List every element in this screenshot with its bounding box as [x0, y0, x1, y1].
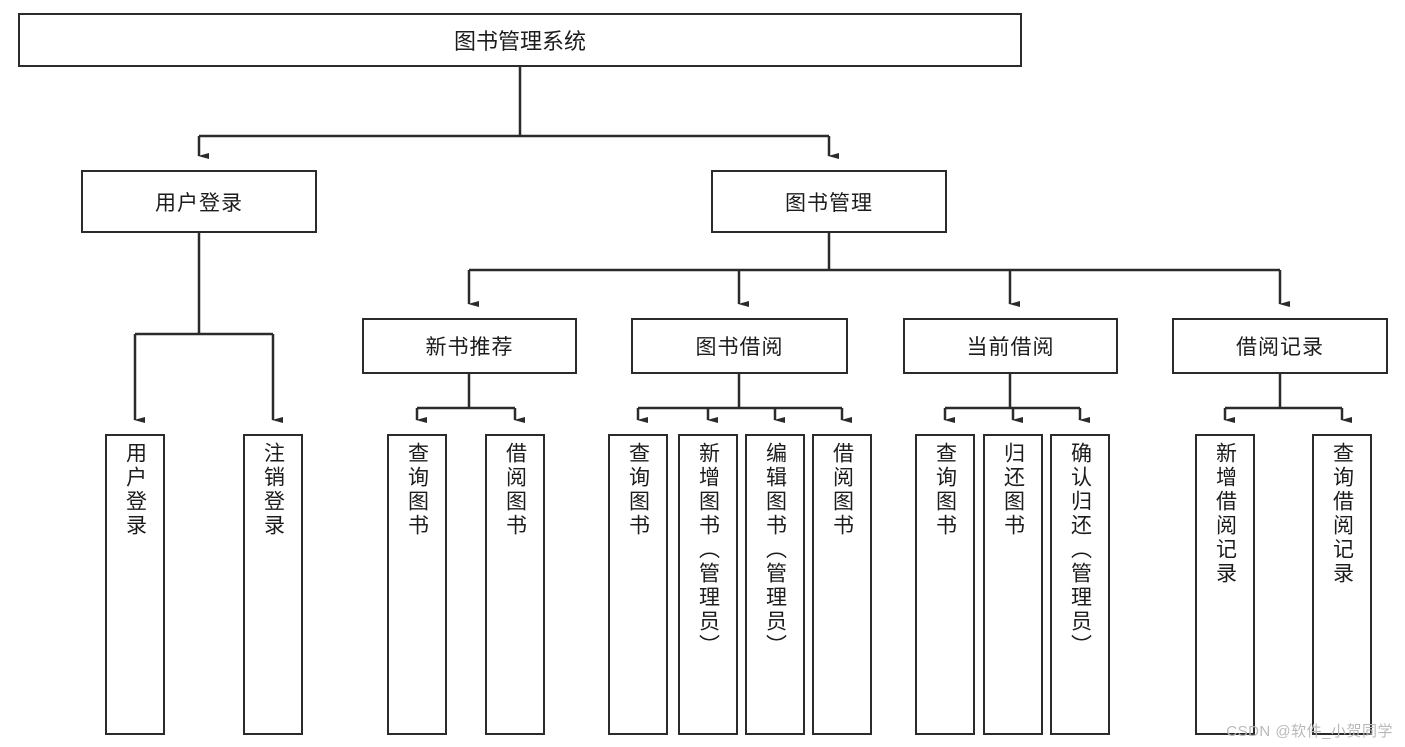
node-leaf-query-book-current[interactable]: 查询图书	[915, 434, 975, 735]
node-book-borrow[interactable]: 图书借阅	[631, 318, 848, 374]
node-leaf-user-logout[interactable]: 注销登录	[243, 434, 303, 735]
node-leaf-user-login-label: 用户登录	[123, 442, 147, 538]
node-user-login-label: 用户登录	[155, 191, 243, 215]
node-leaf-query-book-current-label: 查询图书	[933, 442, 957, 538]
node-book-borrow-label: 图书借阅	[695, 336, 784, 359]
node-leaf-query-book-recommend-label: 查询图书	[405, 442, 429, 538]
node-leaf-query-book-borrow-label: 查询图书	[626, 442, 650, 538]
node-leaf-query-book-borrow[interactable]: 查询图书	[608, 434, 668, 735]
node-leaf-edit-book-label: 编辑图书（管理员）	[763, 442, 787, 658]
node-leaf-borrow-book[interactable]: 借阅图书	[812, 434, 872, 735]
node-leaf-query-borrow-record[interactable]: 查询借阅记录	[1312, 434, 1372, 735]
node-leaf-return-book-label: 归还图书	[1001, 442, 1025, 538]
node-leaf-confirm-return[interactable]: 确认归还（管理员）	[1050, 434, 1110, 735]
node-leaf-user-logout-label: 注销登录	[261, 442, 285, 538]
node-current-borrow-label: 当前借阅	[966, 336, 1055, 359]
node-root[interactable]: 图书管理系统	[18, 13, 1022, 67]
node-leaf-borrow-book-recommend-label: 借阅图书	[503, 442, 527, 538]
node-leaf-borrow-book-recommend[interactable]: 借阅图书	[485, 434, 545, 735]
node-leaf-user-login[interactable]: 用户登录	[105, 434, 165, 735]
node-new-book-recommend[interactable]: 新书推荐	[362, 318, 577, 374]
node-leaf-add-book[interactable]: 新增图书（管理员）	[678, 434, 738, 735]
node-leaf-query-book-recommend[interactable]: 查询图书	[387, 434, 447, 735]
node-leaf-edit-book[interactable]: 编辑图书（管理员）	[745, 434, 805, 735]
node-leaf-query-borrow-record-label: 查询借阅记录	[1330, 442, 1354, 586]
watermark: CSDN @软件_小贺同学	[1226, 723, 1393, 740]
node-user-login[interactable]: 用户登录	[81, 170, 317, 233]
node-current-borrow[interactable]: 当前借阅	[903, 318, 1118, 374]
node-root-label: 图书管理系统	[453, 29, 586, 54]
node-leaf-add-book-label: 新增图书（管理员）	[696, 442, 720, 658]
node-leaf-add-borrow-record-label: 新增借阅记录	[1213, 442, 1237, 586]
node-new-book-recommend-label: 新书推荐	[425, 336, 514, 359]
node-borrow-record-label: 借阅记录	[1236, 336, 1324, 359]
node-leaf-borrow-book-label: 借阅图书	[830, 442, 854, 538]
node-leaf-confirm-return-label: 确认归还（管理员）	[1068, 442, 1092, 658]
node-leaf-add-borrow-record[interactable]: 新增借阅记录	[1195, 434, 1255, 735]
node-borrow-record[interactable]: 借阅记录	[1172, 318, 1388, 374]
node-book-manage-label: 图书管理	[785, 191, 873, 215]
node-leaf-return-book[interactable]: 归还图书	[983, 434, 1043, 735]
node-book-manage[interactable]: 图书管理	[711, 170, 947, 233]
